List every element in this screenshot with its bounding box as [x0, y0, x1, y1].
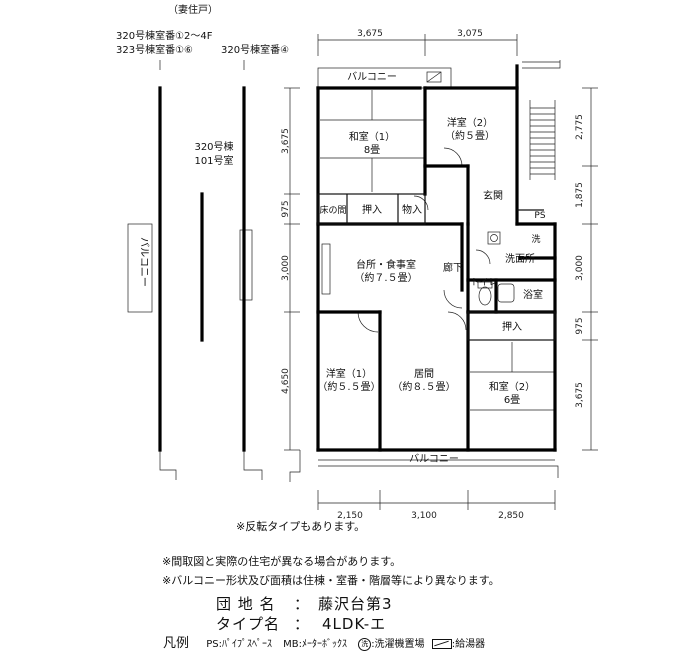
balcony-top-label: バルコニー [347, 71, 397, 83]
washitsu1-name: 和室（1） [349, 130, 395, 143]
dim-top-2: 3,075 [457, 29, 483, 39]
tokonoma-label: 床の間 [319, 204, 346, 216]
legend: 凡例 PS:ﾊﾟｲﾌﾟｽﾍﾟｰｽ MB:ﾒｰﾀｰﾎﾞｯｸｽ 洗:洗濯機置場 :給… [163, 632, 485, 651]
kitchen-size: （約７.５畳） [354, 271, 417, 284]
variant-label-2: 323号棟室番①⑥ [116, 45, 194, 56]
youshitsu2-size: （約５畳） [445, 129, 495, 142]
dim-left-3: 3,000 [281, 255, 291, 281]
youshitsu1-size: （約５.５畳） [317, 380, 380, 393]
monoire-label: 物入 [402, 203, 422, 216]
ima-size: （約８.５畳） [392, 380, 455, 393]
washitsu2-name: 和室（2） [489, 380, 535, 393]
balcony-bottom-label: バルコニー [409, 453, 459, 465]
dim-right-4: 975 [575, 317, 585, 334]
genkan-label: 玄関 [483, 189, 503, 202]
dim-right-1: 2,775 [575, 114, 585, 140]
washitsu2-size: 6畳 [504, 394, 520, 406]
dim-left-2: 975 [281, 200, 291, 217]
note-2: ※バルコニー形状及び面積は住棟・室番・階層等により異なります。 [162, 574, 500, 587]
legend-ps: PS:ﾊﾟｲﾌﾟｽﾍﾟｰｽ [206, 639, 272, 650]
rouka-label: 廊下 [443, 261, 463, 274]
kitchen-name: 台所・食事室 [356, 258, 416, 271]
yokushitsu-label: 浴室 [523, 288, 543, 301]
note-1: ※間取図と実際の住宅が異なる場合があります。 [162, 555, 402, 568]
dim-left-4: 4,650 [281, 368, 291, 394]
danchi-colon: ： [294, 595, 311, 613]
dim-right-5: 3,675 [575, 382, 585, 408]
toilet-label: トイレ [470, 278, 497, 288]
youshitsu2-name: 洋室（2） [447, 116, 493, 129]
type-label: タイプ名 [216, 615, 281, 633]
type-colon: ： [294, 615, 311, 633]
senmenjo-label: 洗面所 [505, 253, 535, 265]
dim-bottom-3: 2,850 [498, 511, 524, 521]
reverse-note: ※反転タイプもあります。 [236, 520, 366, 533]
variant-label-3: 320号棟室番④ [221, 45, 290, 56]
balcony-side-label: バルコニー [138, 237, 150, 287]
dim-left-1: 3,675 [281, 128, 291, 154]
legend-wh: :給湯器 [451, 639, 486, 650]
oshiire-bottom-label: 押入 [502, 320, 522, 333]
dim-top-1: 3,675 [357, 29, 383, 39]
type-value: 4LDK-エ [322, 615, 387, 633]
tsumazumi-label: （妻住戸） [168, 5, 218, 16]
washer-mark: 洗 [531, 233, 540, 245]
legend-wm: :洗濯機置場 [371, 639, 425, 650]
youshitsu1-name: 洋室（1） [326, 367, 372, 380]
ima-name: 居間 [414, 368, 434, 380]
unit-label-line2: 101号室 [194, 154, 233, 167]
dim-bottom-2: 3,100 [411, 511, 437, 521]
oshiire-top-label: 押入 [362, 203, 382, 216]
danchi-value: 藤沢台第3 [318, 595, 393, 613]
dim-right-2: 1,875 [575, 182, 585, 208]
dim-right-3: 3,000 [575, 255, 585, 281]
notes-block: ※間取図と実際の住宅が異なる場合があります。 ※バルコニー形状及び面積は住棟・室… [162, 552, 500, 590]
dim-bottom-1: 2,150 [337, 511, 363, 521]
legend-mb: MB:ﾒｰﾀｰﾎﾞｯｸｽ [283, 639, 347, 650]
unit-label-line1: 320号棟 [194, 140, 233, 153]
water-heater-icon [431, 639, 452, 649]
washitsu1-size: 8畳 [364, 144, 380, 156]
variant-label-1: 320号棟室番①2～4F [116, 31, 213, 42]
ps-label: PS [534, 211, 545, 221]
legend-title: 凡例 [163, 636, 190, 651]
danchi-label: 団 地 名 [216, 595, 276, 613]
washer-icon: 洗 [358, 637, 372, 651]
